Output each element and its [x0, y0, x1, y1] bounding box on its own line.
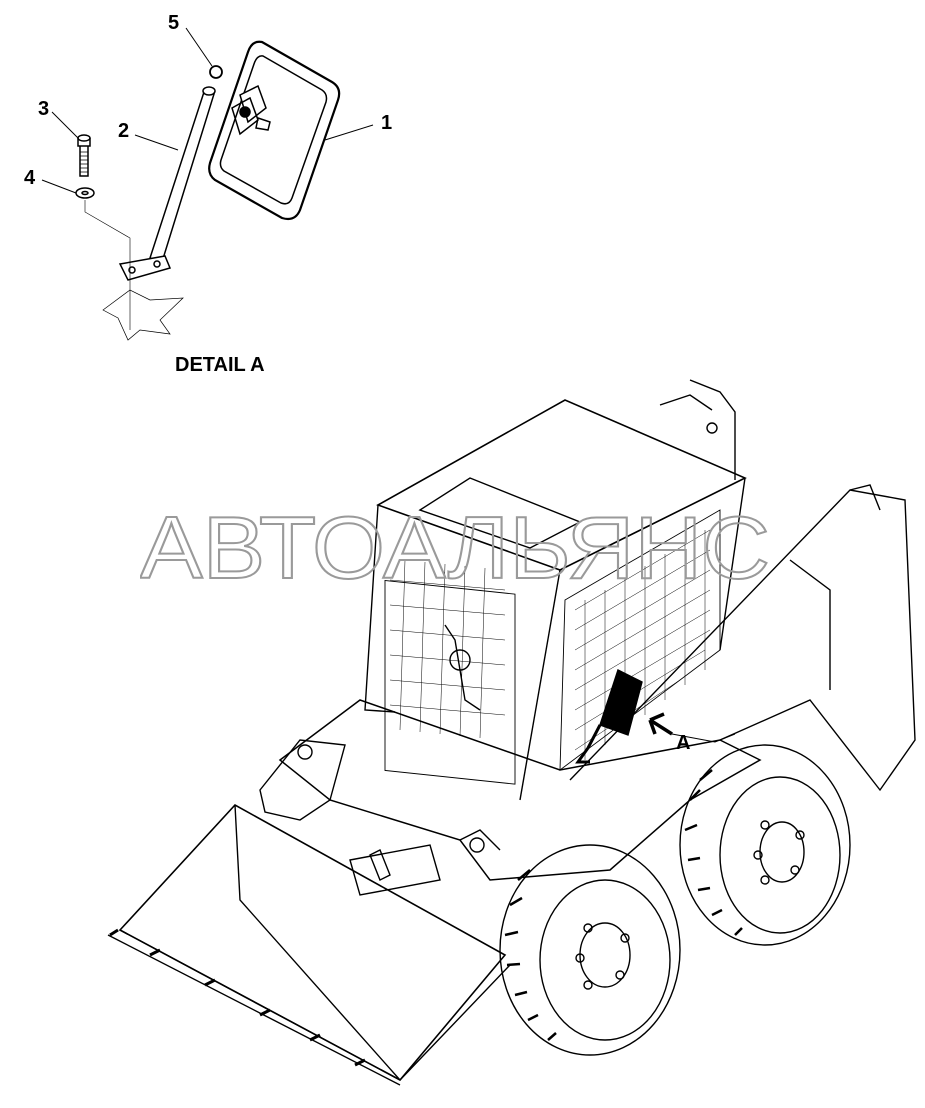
- bolt-part: [77, 134, 91, 177]
- front-wheel: [499, 844, 681, 1056]
- mirror-head-part: [208, 40, 341, 221]
- leader-lines: [41, 27, 736, 743]
- washer-part: [75, 187, 95, 199]
- callout-5: 5: [168, 12, 180, 34]
- watermark: АВТОАЛЬЯНС: [140, 500, 771, 590]
- callout-1: 1: [381, 112, 393, 134]
- bucket: [107, 803, 511, 1086]
- cap-part: [209, 65, 223, 79]
- view-arrow: [648, 712, 673, 736]
- view-label: A: [676, 732, 691, 754]
- mirror-arm-part: [118, 86, 216, 281]
- mounted-mirror: [599, 669, 643, 736]
- callout-2: 2: [118, 120, 130, 142]
- detail-title: DETAIL A: [175, 354, 265, 376]
- callout-3: 3: [38, 98, 50, 120]
- watermark-text: АВТОАЛЬЯНС: [140, 500, 770, 590]
- callout-4: 4: [24, 167, 36, 189]
- front-grille-mesh: [389, 559, 506, 739]
- rear-wheel: [679, 744, 851, 946]
- detail-a-drawing: [75, 40, 341, 341]
- skid-steer-loader: [107, 379, 916, 1086]
